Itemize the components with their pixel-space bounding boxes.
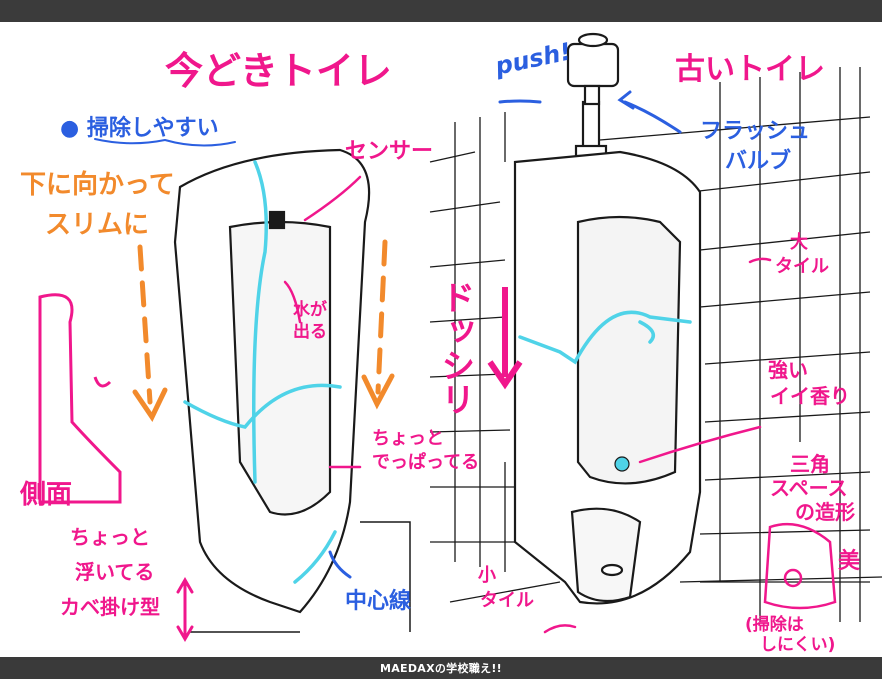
heavy-arrow xyxy=(487,287,523,390)
hard-clean-line1: (掃除は xyxy=(745,615,804,635)
side-view-label: 側面 xyxy=(20,480,73,510)
pink-arrows xyxy=(283,175,772,634)
slim-label-line2: スリムに xyxy=(45,210,150,240)
cyan-guides xyxy=(183,160,692,584)
scent-line1: 強い xyxy=(768,358,808,382)
deodorizer-ball xyxy=(614,456,630,472)
small-tile-line1: 小 xyxy=(478,565,496,586)
floating-label-line3: カベ掛け型 xyxy=(60,595,160,619)
flush-valve-line2: バルブ xyxy=(725,149,792,174)
old-urinal xyxy=(513,32,702,605)
triangle-sketch xyxy=(763,522,837,610)
heavy-label: ドッシリ xyxy=(434,280,475,416)
easy-clean-label: ● 掃除しやすい xyxy=(60,116,219,141)
illustration-canvas: 今どきトイレ ● 掃除しやすい 下に向かって スリムに センサー 水が 出る 側… xyxy=(0,22,882,657)
triangle-line1: 三角 xyxy=(790,452,830,476)
hard-clean-line2: しにくい) xyxy=(760,635,836,655)
credit-text: MAEDAXの学校職え!! xyxy=(379,662,503,675)
big-tile-line2: タイル xyxy=(775,256,829,277)
water-label-line2: 出る xyxy=(293,322,327,342)
scent-line2: イイ香り xyxy=(770,384,850,408)
center-line-label: 中心線 xyxy=(345,589,412,614)
old-toilet-title: 古いトイレ xyxy=(675,52,825,87)
illustration-drawing xyxy=(38,32,882,642)
modern-urinal xyxy=(173,148,371,614)
floating-label-line2: 浮いてる xyxy=(75,560,155,584)
small-tile-line2: タイル xyxy=(480,590,534,611)
blue-arrows xyxy=(94,90,682,579)
triangle-line3: の造形 xyxy=(795,500,855,524)
tile-wall xyxy=(429,67,882,622)
floating-label-line1: ちょっと xyxy=(70,525,150,549)
beauty-label: 美 xyxy=(838,549,861,574)
orange-arrows xyxy=(132,239,395,642)
water-label-line1: 水が xyxy=(293,300,327,320)
modern-toilet-title: 今どきトイレ xyxy=(165,49,392,93)
slim-label-line1: 下に向かって xyxy=(20,170,175,200)
side-view-outline xyxy=(38,293,122,504)
flush-valve-line1: フラッシュ xyxy=(700,119,811,144)
protruding-label-line2: でっぱってる xyxy=(372,452,480,473)
top-bar xyxy=(0,0,882,22)
protruding-label-line1: ちょっと xyxy=(372,428,444,449)
triangle-line2: スペース xyxy=(770,476,848,500)
bottom-bar: MAEDAXの学校職え!! xyxy=(0,657,882,679)
sensor-label: センサー xyxy=(345,139,434,164)
big-tile-line1: 大 xyxy=(790,232,808,253)
